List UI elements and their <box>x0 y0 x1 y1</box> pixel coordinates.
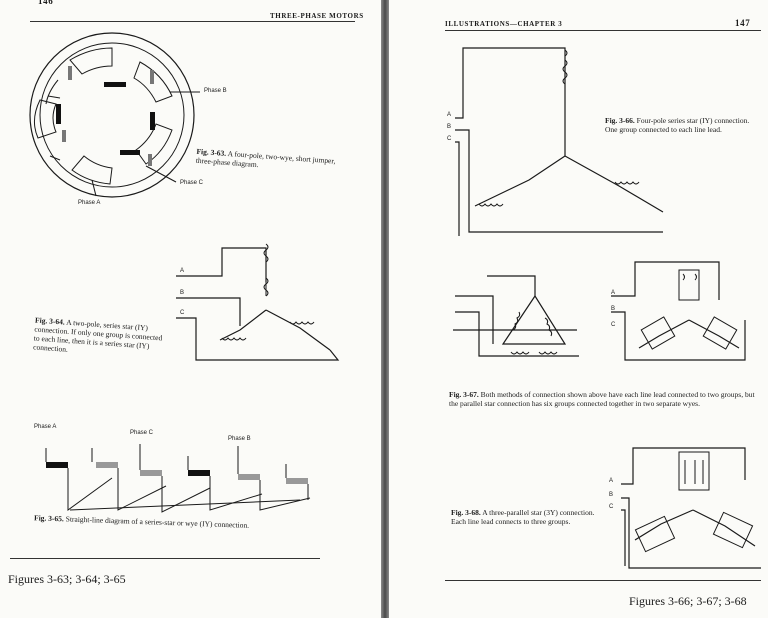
fig-64-diagram <box>176 243 340 361</box>
page-number: 146 <box>38 0 54 6</box>
fig-66-caption: Fig. 3-66. Four-pole series star (IY) co… <box>605 116 755 134</box>
fig-67-caption-text: Both methods of connection shown above h… <box>449 390 755 408</box>
fig-63-stator-diagram <box>29 32 200 198</box>
fig-67-line-b: B <box>611 306 616 312</box>
right-page: ILLUSTRATIONS—CHAPTER 3 147 <box>389 0 768 618</box>
left-page: 146 THREE-PHASE MOTORS <box>0 0 381 618</box>
fig-68-line-b: B <box>609 492 614 498</box>
running-head: ILLUSTRATIONS—CHAPTER 3 <box>445 20 563 28</box>
fig-63-phase-a-label: Phase A <box>78 200 101 206</box>
header-rule <box>30 21 355 22</box>
footer-rule <box>10 558 320 559</box>
fig-63-phase-c-label: Phase C <box>180 180 204 186</box>
fig-68-line-a: A <box>609 478 614 484</box>
fig-67-caption-num: Fig. 3-67. <box>449 390 479 399</box>
right-figures-artwork <box>453 47 761 569</box>
fig-68-caption-num: Fig. 3-68. <box>451 508 481 517</box>
fig-68-line-c: C <box>609 504 614 510</box>
fig-67-left-diagram <box>453 275 579 357</box>
footer-rule <box>445 580 761 581</box>
fig-65-phase-b: Phase B <box>228 436 251 442</box>
fig-66-diagram <box>455 47 664 236</box>
fig-68-diagram <box>621 447 761 569</box>
fig-66-line-b: B <box>447 124 452 130</box>
fig-67-caption: Fig. 3-67. Both methods of connection sh… <box>449 390 759 408</box>
fig-68-caption: Fig. 3-68. A three-parallel star (3Y) co… <box>451 508 601 526</box>
left-footer: Figures 3-63; 3-64; 3-65 <box>8 572 126 586</box>
fig-66-line-a: A <box>447 112 452 118</box>
fig-67-line-c: C <box>611 322 616 328</box>
running-head: THREE-PHASE MOTORS <box>270 12 364 20</box>
fig-65-phase-a: Phase A <box>34 424 57 430</box>
book-gutter <box>381 0 389 618</box>
fig-63-phase-b-label: Phase B <box>204 88 227 94</box>
fig-64-line-a: A <box>180 268 185 274</box>
header-rule <box>445 30 761 31</box>
fig-65-phase-c: Phase C <box>130 430 154 436</box>
fig-67-line-a: A <box>611 290 616 296</box>
page-number: 147 <box>735 18 751 28</box>
left-figures-artwork <box>29 32 340 513</box>
fig-67-right-diagram <box>611 261 746 361</box>
fig-65-diagram <box>45 444 311 513</box>
fig-65-caption-num: Fig. 3-65. <box>33 513 65 524</box>
fig-64-line-c: C <box>180 310 185 316</box>
fig-66-caption-num: Fig. 3-66. <box>605 116 635 125</box>
fig-66-caption-text: Four-pole series star (IY) connection. O… <box>605 116 750 134</box>
fig-66-line-c: C <box>447 136 452 142</box>
fig-68-caption-text: A three-parallel star (3Y) connection. E… <box>451 508 595 526</box>
fig-64-line-b: B <box>180 290 185 296</box>
right-footer: Figures 3-66; 3-67; 3-68 <box>629 594 747 608</box>
